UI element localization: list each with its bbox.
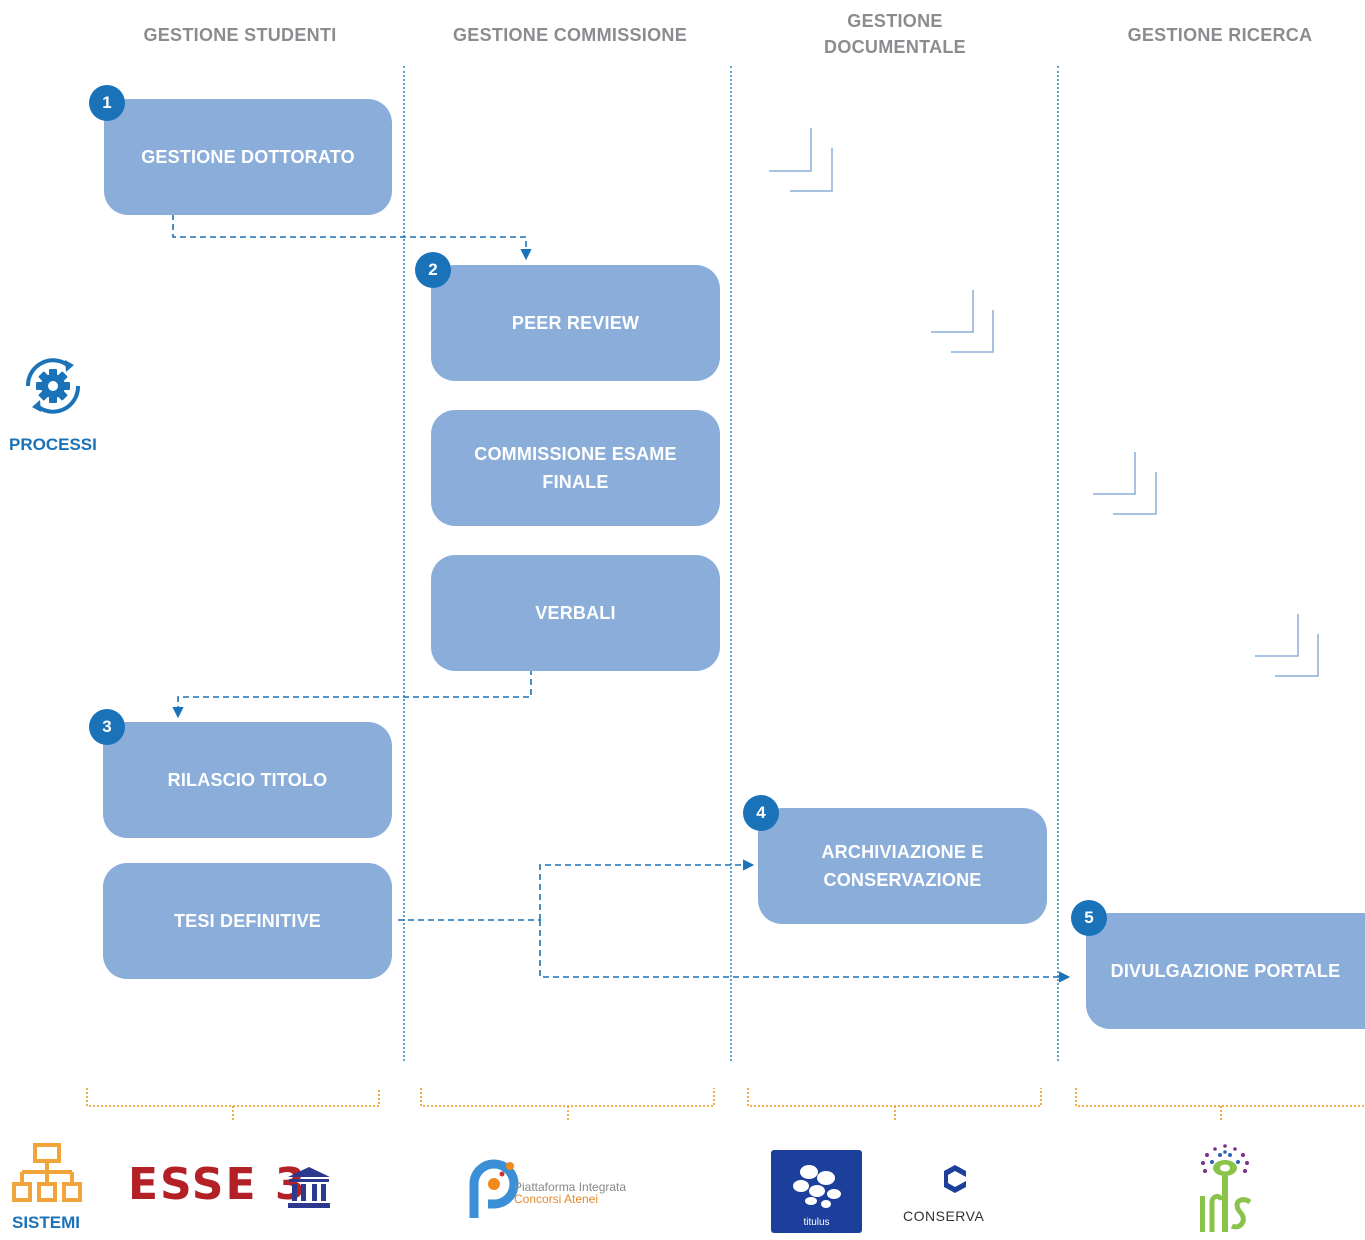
conserva-logo-text: CONSERVA xyxy=(903,1208,985,1224)
box-tesi-definitive[interactable]: TESI DEFINITIVE xyxy=(103,863,392,979)
conserva-logo-icon xyxy=(944,1165,966,1193)
systems-network-icon xyxy=(12,1143,82,1202)
column-header-commission: GESTIONE COMMISSIONE xyxy=(452,25,688,45)
esse3-logo: ESSE 3 xyxy=(128,1160,307,1210)
step-badge-2: 2 xyxy=(415,252,451,288)
box-gestione-dottorato[interactable]: GESTIONE DOTTORATO xyxy=(104,99,392,215)
box-commissione-esame-finale[interactable]: COMMISSIONE ESAME FINALE xyxy=(431,410,720,526)
box-archiviazione-conservazione[interactable]: ARCHIVIAZIONE E CONSERVAZIONE xyxy=(758,808,1047,924)
step-badge-1: 1 xyxy=(89,85,125,121)
step-badge-4: 4 xyxy=(743,795,779,831)
step-badge-3: 3 xyxy=(89,709,125,745)
lane-divider xyxy=(1057,66,1059,1061)
pica-logo-icon xyxy=(469,1159,519,1218)
university-building-icon xyxy=(288,1167,330,1208)
iris-logo-icon xyxy=(1200,1144,1252,1232)
system-brackets xyxy=(86,1088,1365,1122)
pica-logo-text: Piattaforma Integrata Concorsi Atenei xyxy=(514,1181,626,1205)
column-header-research: GESTIONE RICERCA xyxy=(1127,25,1313,45)
connector-1-2 xyxy=(172,214,532,261)
lane-divider xyxy=(730,66,732,1061)
connector-verbali-3 xyxy=(172,669,532,719)
pica-line-1: Piattaforma Integrata xyxy=(514,1180,627,1194)
box-peer-review[interactable]: PEER REVIEW xyxy=(431,265,720,381)
esse3-logo-text: ESSE 3 xyxy=(128,1159,308,1210)
lane-divider xyxy=(403,66,405,1061)
systems-label: SISTEMI xyxy=(12,1213,81,1232)
titulus-dots-icon xyxy=(793,1165,841,1208)
box-verbali[interactable]: VERBALI xyxy=(431,555,720,671)
processes-label: PROCESSI xyxy=(9,435,97,454)
connector-tesi-4 xyxy=(539,859,755,920)
titulus-logo-text: titulus xyxy=(803,1217,830,1228)
pica-line-2: Concorsi Atenei xyxy=(514,1192,599,1206)
corner-marks xyxy=(769,128,1319,677)
box-rilascio-titolo[interactable]: RILASCIO TITOLO xyxy=(103,722,392,838)
titulus-logo: titulus xyxy=(771,1150,862,1233)
column-header-documental: GESTIONE DOCUMENTALE xyxy=(824,11,966,57)
step-badge-5: 5 xyxy=(1071,900,1107,936)
column-header-students: GESTIONE STUDENTI xyxy=(143,25,337,45)
process-gear-icon xyxy=(25,358,81,414)
box-divulgazione-portale[interactable]: DIVULGAZIONE PORTALE xyxy=(1086,913,1365,1029)
connector-tesi-5 xyxy=(539,920,1071,983)
